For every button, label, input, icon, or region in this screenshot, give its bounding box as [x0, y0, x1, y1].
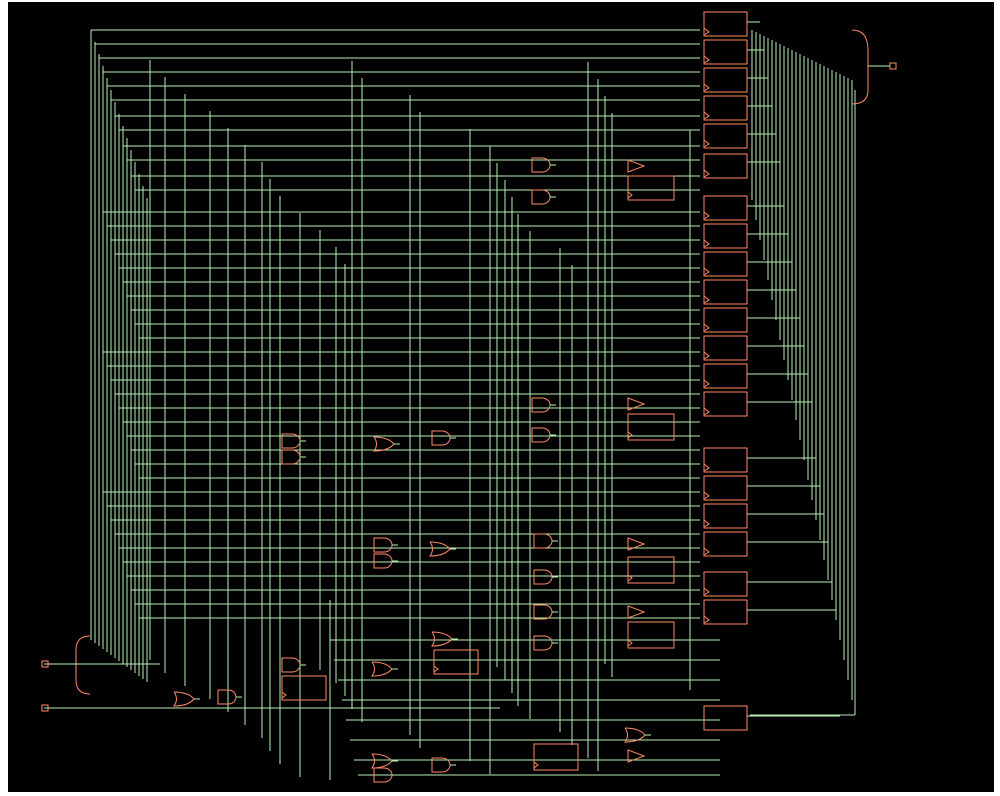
- clock-mark: [703, 615, 710, 624]
- and-gate-13: [533, 635, 553, 651]
- clock-mark: [703, 587, 710, 596]
- buffer-gate-4: [627, 605, 646, 619]
- output-bus-connector: [851, 29, 869, 105]
- flip-flop-3: [703, 67, 748, 93]
- input-bus-connector: [75, 635, 91, 695]
- and-gate-12: [533, 604, 553, 620]
- buffer-gate-1: [627, 159, 646, 173]
- clock-mark: [703, 463, 710, 472]
- clock-mark: [703, 351, 710, 360]
- clock-mark: [627, 574, 633, 582]
- clock-mark: [703, 323, 710, 332]
- flip-flop-11: [703, 307, 748, 333]
- flip-flop-14: [703, 391, 748, 417]
- and-gate-6: [281, 449, 301, 465]
- and-gate-1: [531, 157, 551, 173]
- logic-block-1: [627, 175, 675, 201]
- clock-mark: [703, 295, 710, 304]
- flip-flop-10: [703, 279, 748, 305]
- and-gate-10: [533, 533, 553, 549]
- or-gate-5: [173, 691, 195, 707]
- flip-flop-17: [703, 503, 748, 529]
- flip-flop-7: [703, 195, 748, 221]
- clock-mark: [703, 111, 710, 120]
- clock-mark: [433, 665, 439, 673]
- and-gate-15: [217, 689, 237, 705]
- logic-block-7: [533, 743, 579, 771]
- and-gate-5: [281, 433, 301, 449]
- flip-flop-21: [703, 705, 748, 731]
- flip-flop-16: [703, 475, 748, 501]
- or-gate-1: [373, 436, 395, 452]
- or-gate-3: [431, 631, 453, 647]
- and-gate-11: [533, 569, 553, 585]
- clock-mark: [703, 27, 710, 36]
- and-gate-17: [431, 757, 451, 773]
- flip-flop-9: [703, 251, 748, 277]
- flip-flop-4: [703, 95, 748, 121]
- or-gate-2: [429, 541, 451, 557]
- or-gate-7: [624, 727, 646, 743]
- logic-block-6: [281, 675, 327, 701]
- clock-mark: [627, 431, 633, 439]
- or-gate-6: [371, 753, 393, 769]
- clock-mark: [703, 211, 710, 220]
- clock-mark: [703, 239, 710, 248]
- logic-block-5: [433, 649, 479, 675]
- flip-flop-6: [703, 153, 748, 179]
- logic-block-4: [627, 621, 675, 649]
- and-gate-2: [531, 189, 551, 205]
- flip-flop-15: [703, 447, 748, 473]
- and-gate-8: [373, 537, 393, 553]
- clock-mark: [703, 491, 710, 500]
- and-gate-3: [531, 397, 551, 413]
- clock-mark: [533, 761, 539, 769]
- clock-input-port: [41, 704, 49, 712]
- flip-flop-2: [703, 39, 748, 65]
- clock-mark: [627, 639, 633, 647]
- and-gate-14: [281, 657, 301, 673]
- buffer-gate-5: [627, 749, 646, 763]
- flip-flop-8: [703, 223, 748, 249]
- buffer-gate-3: [627, 537, 646, 551]
- input-port: [41, 660, 49, 668]
- and-gate-9: [373, 553, 393, 569]
- clock-mark: [703, 379, 710, 388]
- and-gate-4: [531, 427, 551, 443]
- buffer-gate-2: [627, 397, 646, 411]
- clock-mark: [703, 169, 710, 178]
- or-gate-4: [371, 661, 393, 677]
- output-port: [889, 62, 897, 70]
- flip-flop-18: [703, 531, 748, 557]
- flip-flop-1: [703, 11, 748, 37]
- circuit-schematic: [41, 11, 897, 783]
- and-gate-7: [431, 430, 451, 446]
- flip-flop-13: [703, 363, 748, 389]
- and-gate-16: [373, 767, 393, 783]
- flip-flop-20: [703, 599, 748, 625]
- clock-mark: [703, 519, 710, 528]
- clock-mark: [703, 267, 710, 276]
- logic-block-2: [627, 413, 675, 441]
- clock-mark: [703, 407, 710, 416]
- clock-mark: [627, 191, 633, 199]
- clock-mark: [703, 547, 710, 556]
- flip-flop-19: [703, 571, 748, 597]
- schematic-canvas: [8, 2, 994, 792]
- clock-mark: [703, 83, 710, 92]
- clock-mark: [703, 55, 710, 64]
- logic-block-3: [627, 556, 675, 584]
- flip-flop-5: [703, 123, 748, 149]
- clock-mark: [703, 139, 710, 148]
- clock-mark: [281, 691, 287, 699]
- flip-flop-12: [703, 335, 748, 361]
